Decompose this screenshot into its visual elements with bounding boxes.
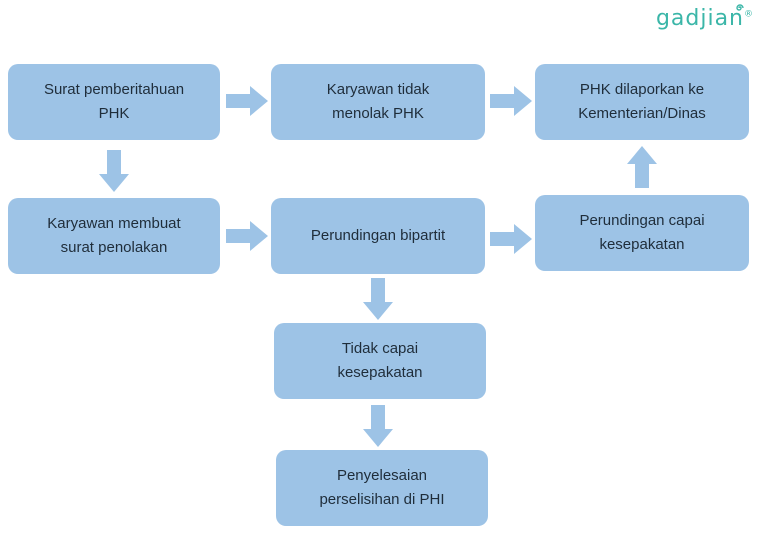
arrow-up-1 — [627, 146, 657, 188]
arrow-right-1 — [226, 86, 268, 116]
gadjian-logo: gadjian® — [656, 6, 754, 31]
arrow-down-2 — [363, 278, 393, 320]
node-perundingan-bipartit: Perundingan bipartit — [271, 198, 485, 274]
arrow-down-1 — [99, 150, 129, 192]
arrow-right-3 — [226, 221, 268, 251]
logo-text: gadjian — [655, 6, 744, 31]
logo-swirl-icon — [736, 4, 744, 11]
arrow-right-4 — [490, 224, 532, 254]
logo-registered-mark: ® — [744, 9, 754, 20]
arrow-down-3 — [363, 405, 393, 447]
arrow-right-2 — [490, 86, 532, 116]
